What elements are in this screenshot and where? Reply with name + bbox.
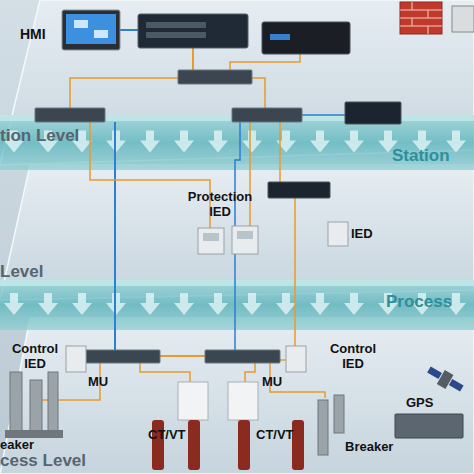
device-label: GPS (406, 396, 433, 411)
bus-arrow (242, 293, 262, 315)
plane-surface (0, 318, 474, 474)
bus-arrow (140, 293, 160, 315)
bus-arrow (38, 131, 58, 153)
level-label: cess Level (0, 451, 86, 471)
bus-arrow (344, 293, 364, 315)
bus-arrow (174, 131, 194, 153)
device-label: Protection IED (184, 190, 256, 220)
plane-surface (0, 165, 474, 300)
bus-arrow (72, 293, 92, 315)
bus-band: Process (0, 280, 474, 330)
bus-edge (0, 115, 474, 121)
bus-arrow (4, 293, 24, 315)
bus-arrow (242, 131, 262, 153)
bus-arrow (208, 131, 228, 153)
equipment-node: Control IED (318, 340, 388, 380)
level-label: tion Level (0, 126, 79, 146)
device-label: MU (262, 375, 282, 390)
level-plane: cess Level Control IED MU MU Control IED GPS e… (0, 318, 474, 474)
equipment-node: Control IED (5, 340, 95, 380)
device-label: Control IED (322, 342, 384, 372)
bus-arrow (310, 293, 330, 315)
equipment-node: GPS (405, 368, 465, 413)
device-label: eaker (0, 438, 34, 453)
equipment-node: CT/VT (262, 385, 327, 470)
bus-surface (0, 115, 474, 170)
bus-arrow (276, 131, 296, 153)
bus-arrow (310, 131, 330, 153)
bus-arrow (208, 293, 228, 315)
bus-edge (0, 280, 474, 286)
bus-arrow (174, 293, 194, 315)
level-plane: Level Protection IED IED (0, 165, 474, 300)
bus-arrow (140, 131, 160, 153)
bus-arrow (106, 293, 126, 315)
device-label: HMI (20, 26, 46, 42)
plane-outline (0, 318, 474, 474)
bus-arrow (344, 131, 364, 153)
level-label: Level (0, 262, 43, 282)
equipment-node: Protection IED (180, 188, 270, 258)
bus-arrow (72, 131, 92, 153)
bus-arrow (4, 131, 24, 153)
device-label: MU (88, 375, 108, 390)
plane-outline (0, 165, 474, 300)
device-label: Control IED (4, 342, 66, 372)
equipment-node: Breaker (300, 395, 470, 465)
bus-arrow (106, 131, 126, 153)
device-label: Breaker (345, 440, 393, 455)
bus-surface (0, 280, 474, 330)
equipment-node: IED (325, 215, 375, 255)
equipment-node: HMI (18, 8, 126, 56)
bus-arrow (276, 293, 296, 315)
bus-label: Process (386, 292, 452, 312)
equipment-node: eaker (0, 370, 65, 458)
bus-arrow (38, 293, 58, 315)
equipment-node: CT/VT (145, 385, 210, 470)
device-label: CT/VT (148, 428, 186, 443)
device-label: CT/VT (256, 428, 294, 443)
equipment-node: MU (84, 370, 124, 392)
device-label: IED (351, 227, 373, 242)
bus-label: Station (392, 146, 450, 166)
equipment-node: MU (250, 370, 290, 392)
